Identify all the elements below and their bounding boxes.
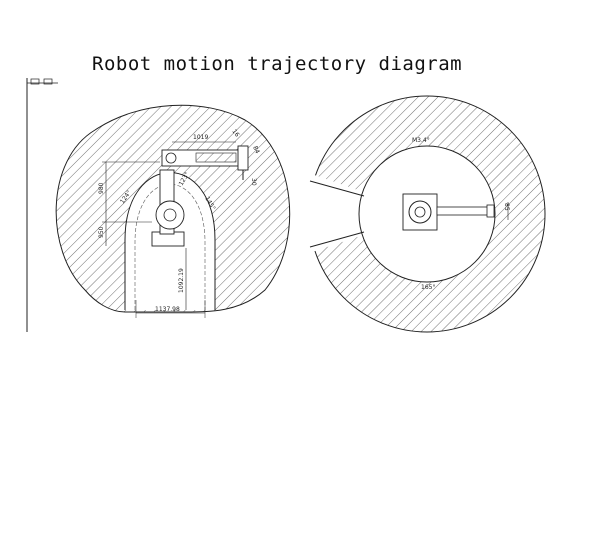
dim-top-angle: M3.4° <box>412 137 430 144</box>
dim-small-b: 84 <box>251 145 261 155</box>
dim-inner-height: 950 <box>98 226 105 238</box>
dim-small-c: 30 <box>250 178 257 186</box>
dim-bottom-width: 1137.98 <box>155 306 180 313</box>
dim-bottom-height: 1092.19 <box>178 268 185 293</box>
side-view-robot <box>151 145 249 247</box>
dim-top-width: 1019 <box>193 134 208 141</box>
dim-reach-arm: 85 <box>503 203 510 211</box>
left-frame <box>26 78 58 332</box>
dim-bottom-angle: 165° <box>421 284 435 291</box>
dim-vertical: 980 <box>98 182 105 194</box>
dim-small-a: 16 <box>230 128 240 138</box>
diagram-title: Robot motion trajectory diagram <box>92 53 463 75</box>
top-view-dimensions: M3.4° 165° 85 <box>412 137 510 291</box>
top-view-robot <box>402 193 495 231</box>
